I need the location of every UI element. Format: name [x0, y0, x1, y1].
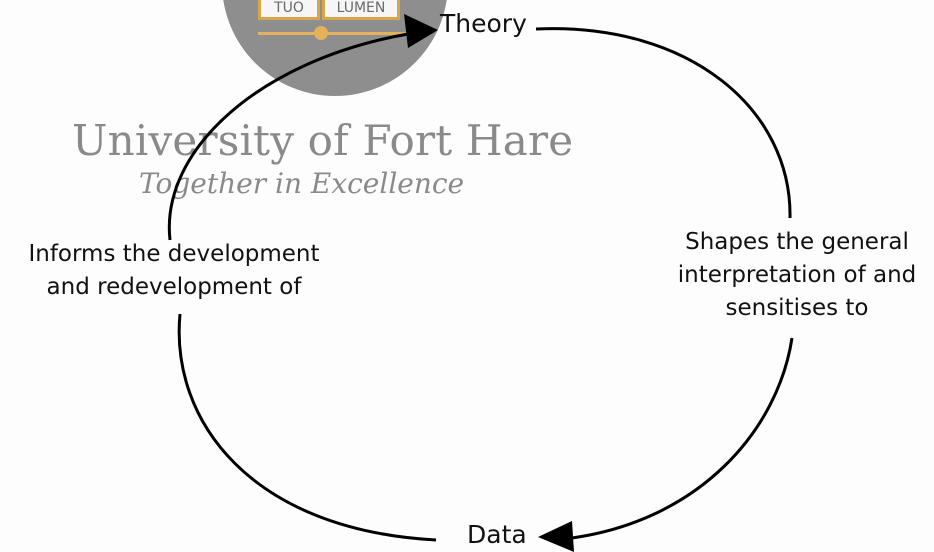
edge-label-theory-to-data: Shapes the general interpretation of and… [662, 226, 932, 325]
arrowhead-data [538, 521, 574, 552]
arrowhead-theory [404, 14, 438, 48]
arrow-data-to-theory [177, 313, 437, 542]
motto-right: LUMEN [322, 0, 400, 20]
edge-label-line: sensitises to [725, 295, 869, 321]
watermark-university-name: University of Fort Hare [72, 116, 574, 165]
node-theory: Theory [440, 9, 527, 38]
seal-motto-banner: TUO LUMEN [258, 0, 408, 40]
node-data: Data [467, 520, 527, 549]
edge-label-line: Informs the development [28, 241, 320, 267]
seal-bar [258, 32, 408, 35]
seal-dot [314, 26, 328, 40]
arrow-theory-to-data [535, 27, 792, 219]
watermark-tagline: Together in Excellence [139, 167, 465, 200]
edge-label-line: interpretation of and [677, 262, 917, 288]
arrow-data-to-theory-upper [167, 32, 409, 241]
edge-label-line: and redevelopment of [46, 274, 302, 300]
edge-label-line: Shapes the general [685, 229, 909, 255]
arrow-theory-to-data-lower [571, 337, 794, 540]
edge-label-data-to-theory: Informs the development and redevelopmen… [6, 238, 342, 304]
motto-left: TUO [258, 0, 320, 20]
